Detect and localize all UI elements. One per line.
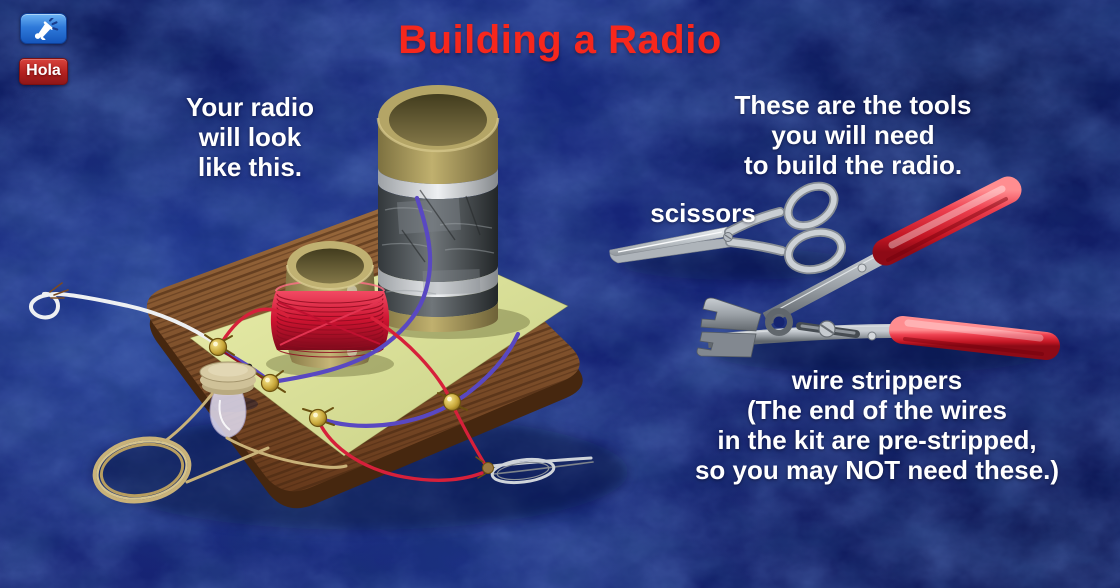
audio-button[interactable]: [20, 13, 67, 44]
caption-line: you will need: [771, 120, 935, 150]
wire-strippers-caption: wire strippers (The end of the wires in …: [662, 365, 1092, 485]
cord-coil: [92, 392, 348, 504]
scissors-handles: [724, 181, 846, 275]
caption-line: will look: [198, 122, 302, 152]
coil-cup: [266, 241, 394, 377]
stripper-jaws: [696, 297, 762, 358]
tools-intro-caption: These are the tools you will need to bui…: [688, 90, 1018, 180]
red-wire-coil: [270, 280, 390, 358]
caption-line: like this.: [197, 152, 303, 182]
brass-fasteners: [204, 334, 468, 428]
earphone: [199, 361, 258, 439]
wire-frayed-end: [49, 282, 69, 299]
radio-kit-image: [29, 85, 628, 530]
radio-caption: Your radio will look like this.: [130, 92, 370, 182]
caption-line: wire strippers: [791, 365, 963, 395]
scissors-blades: [609, 226, 731, 264]
caption-line: Your radio: [185, 92, 315, 122]
red-wire: [370, 316, 452, 400]
caption-line: (The end of the wires: [746, 395, 1008, 425]
caption-line: in the kit are pre-stripped,: [717, 425, 1037, 455]
safety-pin: [475, 456, 594, 485]
caption-line: so you may NOT need these.): [694, 455, 1060, 485]
tape-cylinder: [366, 85, 530, 339]
screw-slot: [724, 234, 732, 240]
stripper-pivot: [765, 263, 877, 341]
caption-line: scissors: [650, 198, 756, 228]
stripper-handles: [872, 176, 1060, 360]
caption-line: These are the tools: [734, 90, 972, 120]
caption-line: to build the radio.: [743, 150, 963, 180]
blue-wire: [269, 195, 433, 385]
wire-strippers-image: [696, 176, 1060, 374]
page-title: Building a Radio: [398, 18, 722, 62]
scissors-image: [609, 181, 856, 280]
white-wire: [29, 291, 220, 347]
scissors-label: scissors: [628, 198, 778, 228]
red-wire: [316, 418, 484, 483]
red-wire: [220, 307, 290, 344]
megaphone-icon: [34, 17, 58, 40]
language-toggle-button[interactable]: Hola: [19, 58, 68, 85]
